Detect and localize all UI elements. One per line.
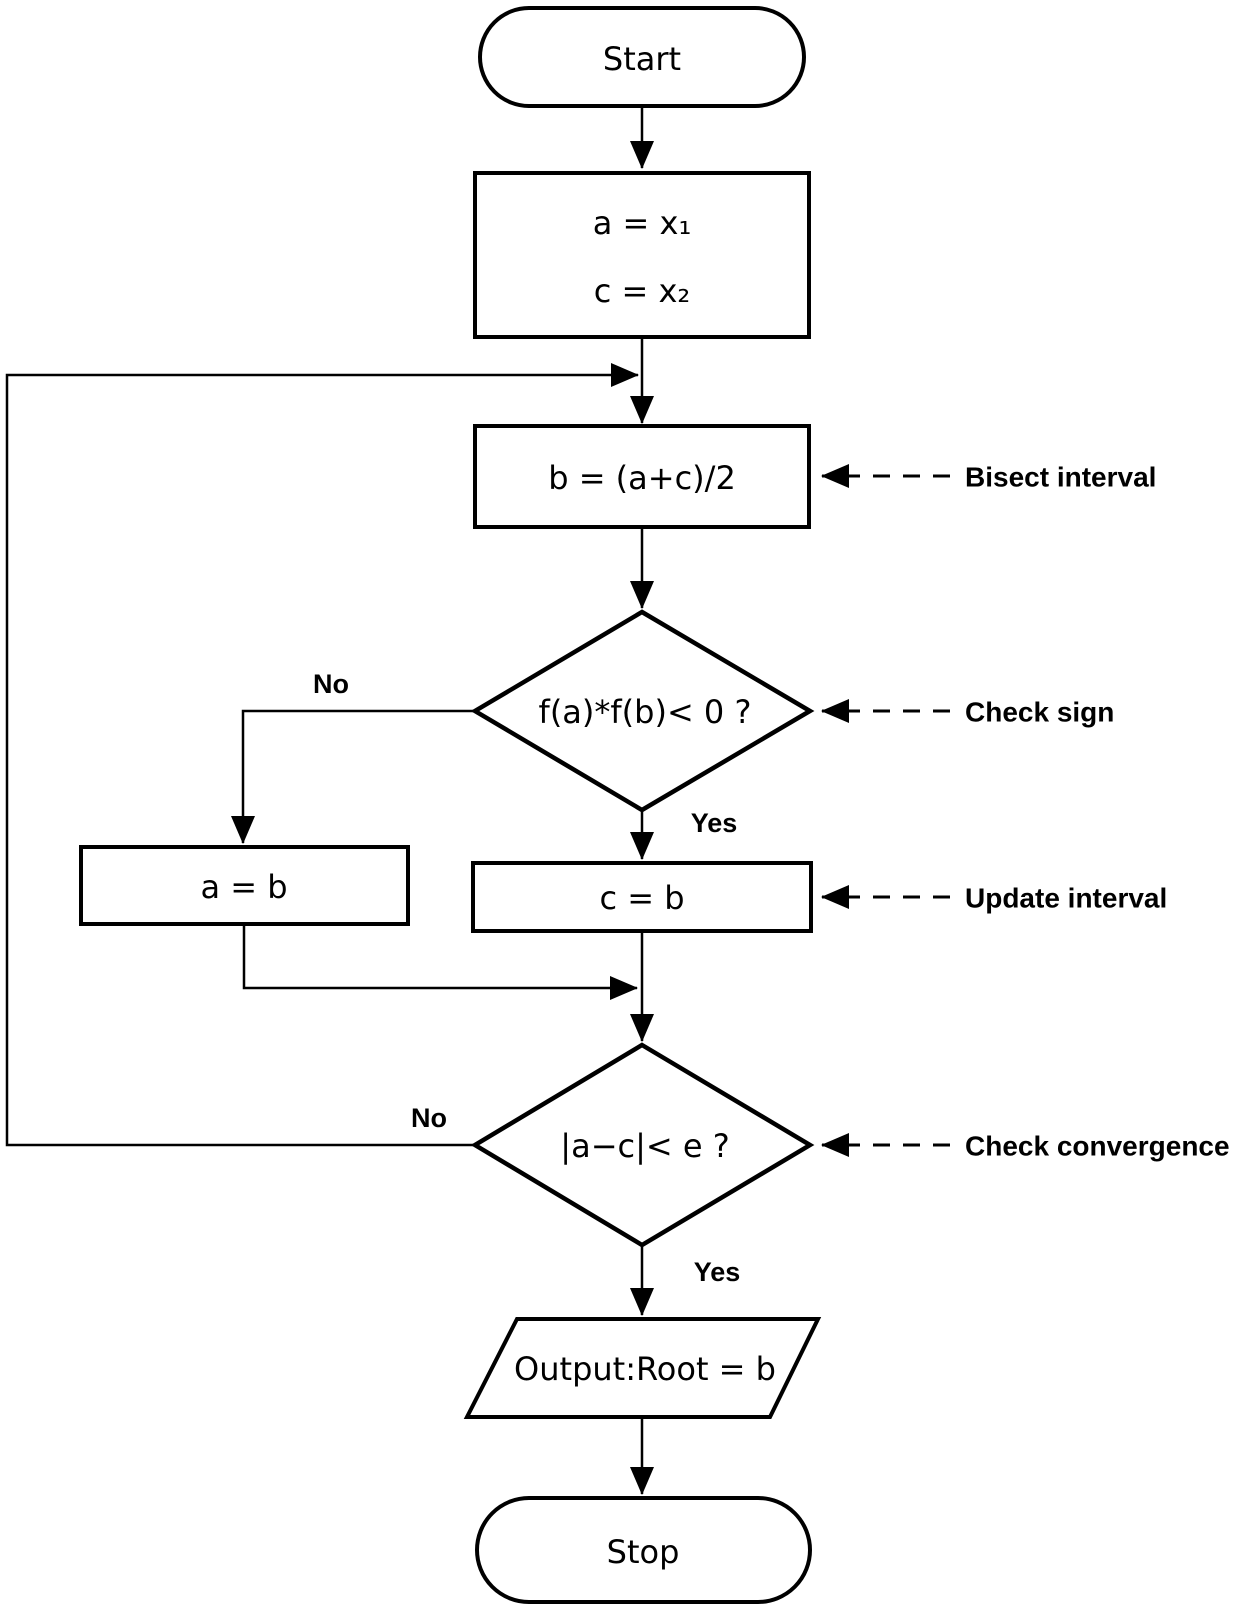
stop-terminal-shape	[475, 1496, 812, 1604]
start-terminal-shape	[478, 6, 806, 108]
check-sign-decision-shape	[470, 609, 815, 813]
bisect-process: b = (a+c)/2	[473, 424, 811, 529]
output-label: Output:Root = b	[514, 1350, 776, 1388]
stop-terminal: Stop	[475, 1496, 812, 1604]
init-process-shape	[473, 171, 811, 339]
check-sign-decision: f(a)*f(b)< 0 ?	[470, 609, 815, 813]
stop-label: Stop	[607, 1533, 680, 1571]
c-eq-b-label: c = b	[599, 879, 684, 917]
flow-arrow-sign-no-to-a-eq-b	[231, 709, 475, 844]
output-parallelogram: Output:Root = b	[463, 1317, 822, 1419]
annotation-label-update: Update interval	[965, 883, 1167, 914]
start-terminal: Start	[478, 6, 806, 108]
edge-label-sign-no: No	[313, 669, 349, 699]
start-label: Start	[603, 40, 681, 78]
join-connector-a-eq-b	[242, 924, 638, 1000]
check-convergence-label: |a−c|< e ?	[560, 1127, 729, 1165]
a-eq-b-label: a = b	[200, 868, 287, 906]
edge-label-sign-yes: Yes	[691, 808, 738, 838]
annotation-label-bisect: Bisect interval	[965, 462, 1156, 493]
c-eq-b-process-shape	[471, 861, 813, 933]
bisect-process-shape	[473, 424, 811, 529]
annotation-label-check-convergence: Check convergence	[965, 1131, 1230, 1162]
annotation-label-check-sign: Check sign	[965, 697, 1114, 728]
init-line1: a = x₁	[593, 204, 692, 242]
check-convergence-decision: |a−c|< e ?	[470, 1042, 815, 1248]
a-eq-b-process-shape	[79, 845, 410, 926]
edge-label-convergence-no: No	[411, 1103, 447, 1133]
a-eq-b-process: a = b	[79, 845, 410, 926]
check-sign-label: f(a)*f(b)< 0 ?	[539, 693, 752, 731]
check-convergence-decision-shape	[470, 1042, 815, 1248]
c-eq-b-process: c = b	[471, 861, 813, 933]
init-process: a = x₁ c = x₂	[473, 171, 811, 339]
output-parallelogram-shape	[463, 1317, 822, 1419]
bisect-label: b = (a+c)/2	[548, 459, 736, 497]
init-line2: c = x₂	[594, 272, 691, 310]
loopback-connector-convergence-no	[5, 363, 639, 1147]
edge-label-convergence-yes: Yes	[694, 1257, 741, 1287]
